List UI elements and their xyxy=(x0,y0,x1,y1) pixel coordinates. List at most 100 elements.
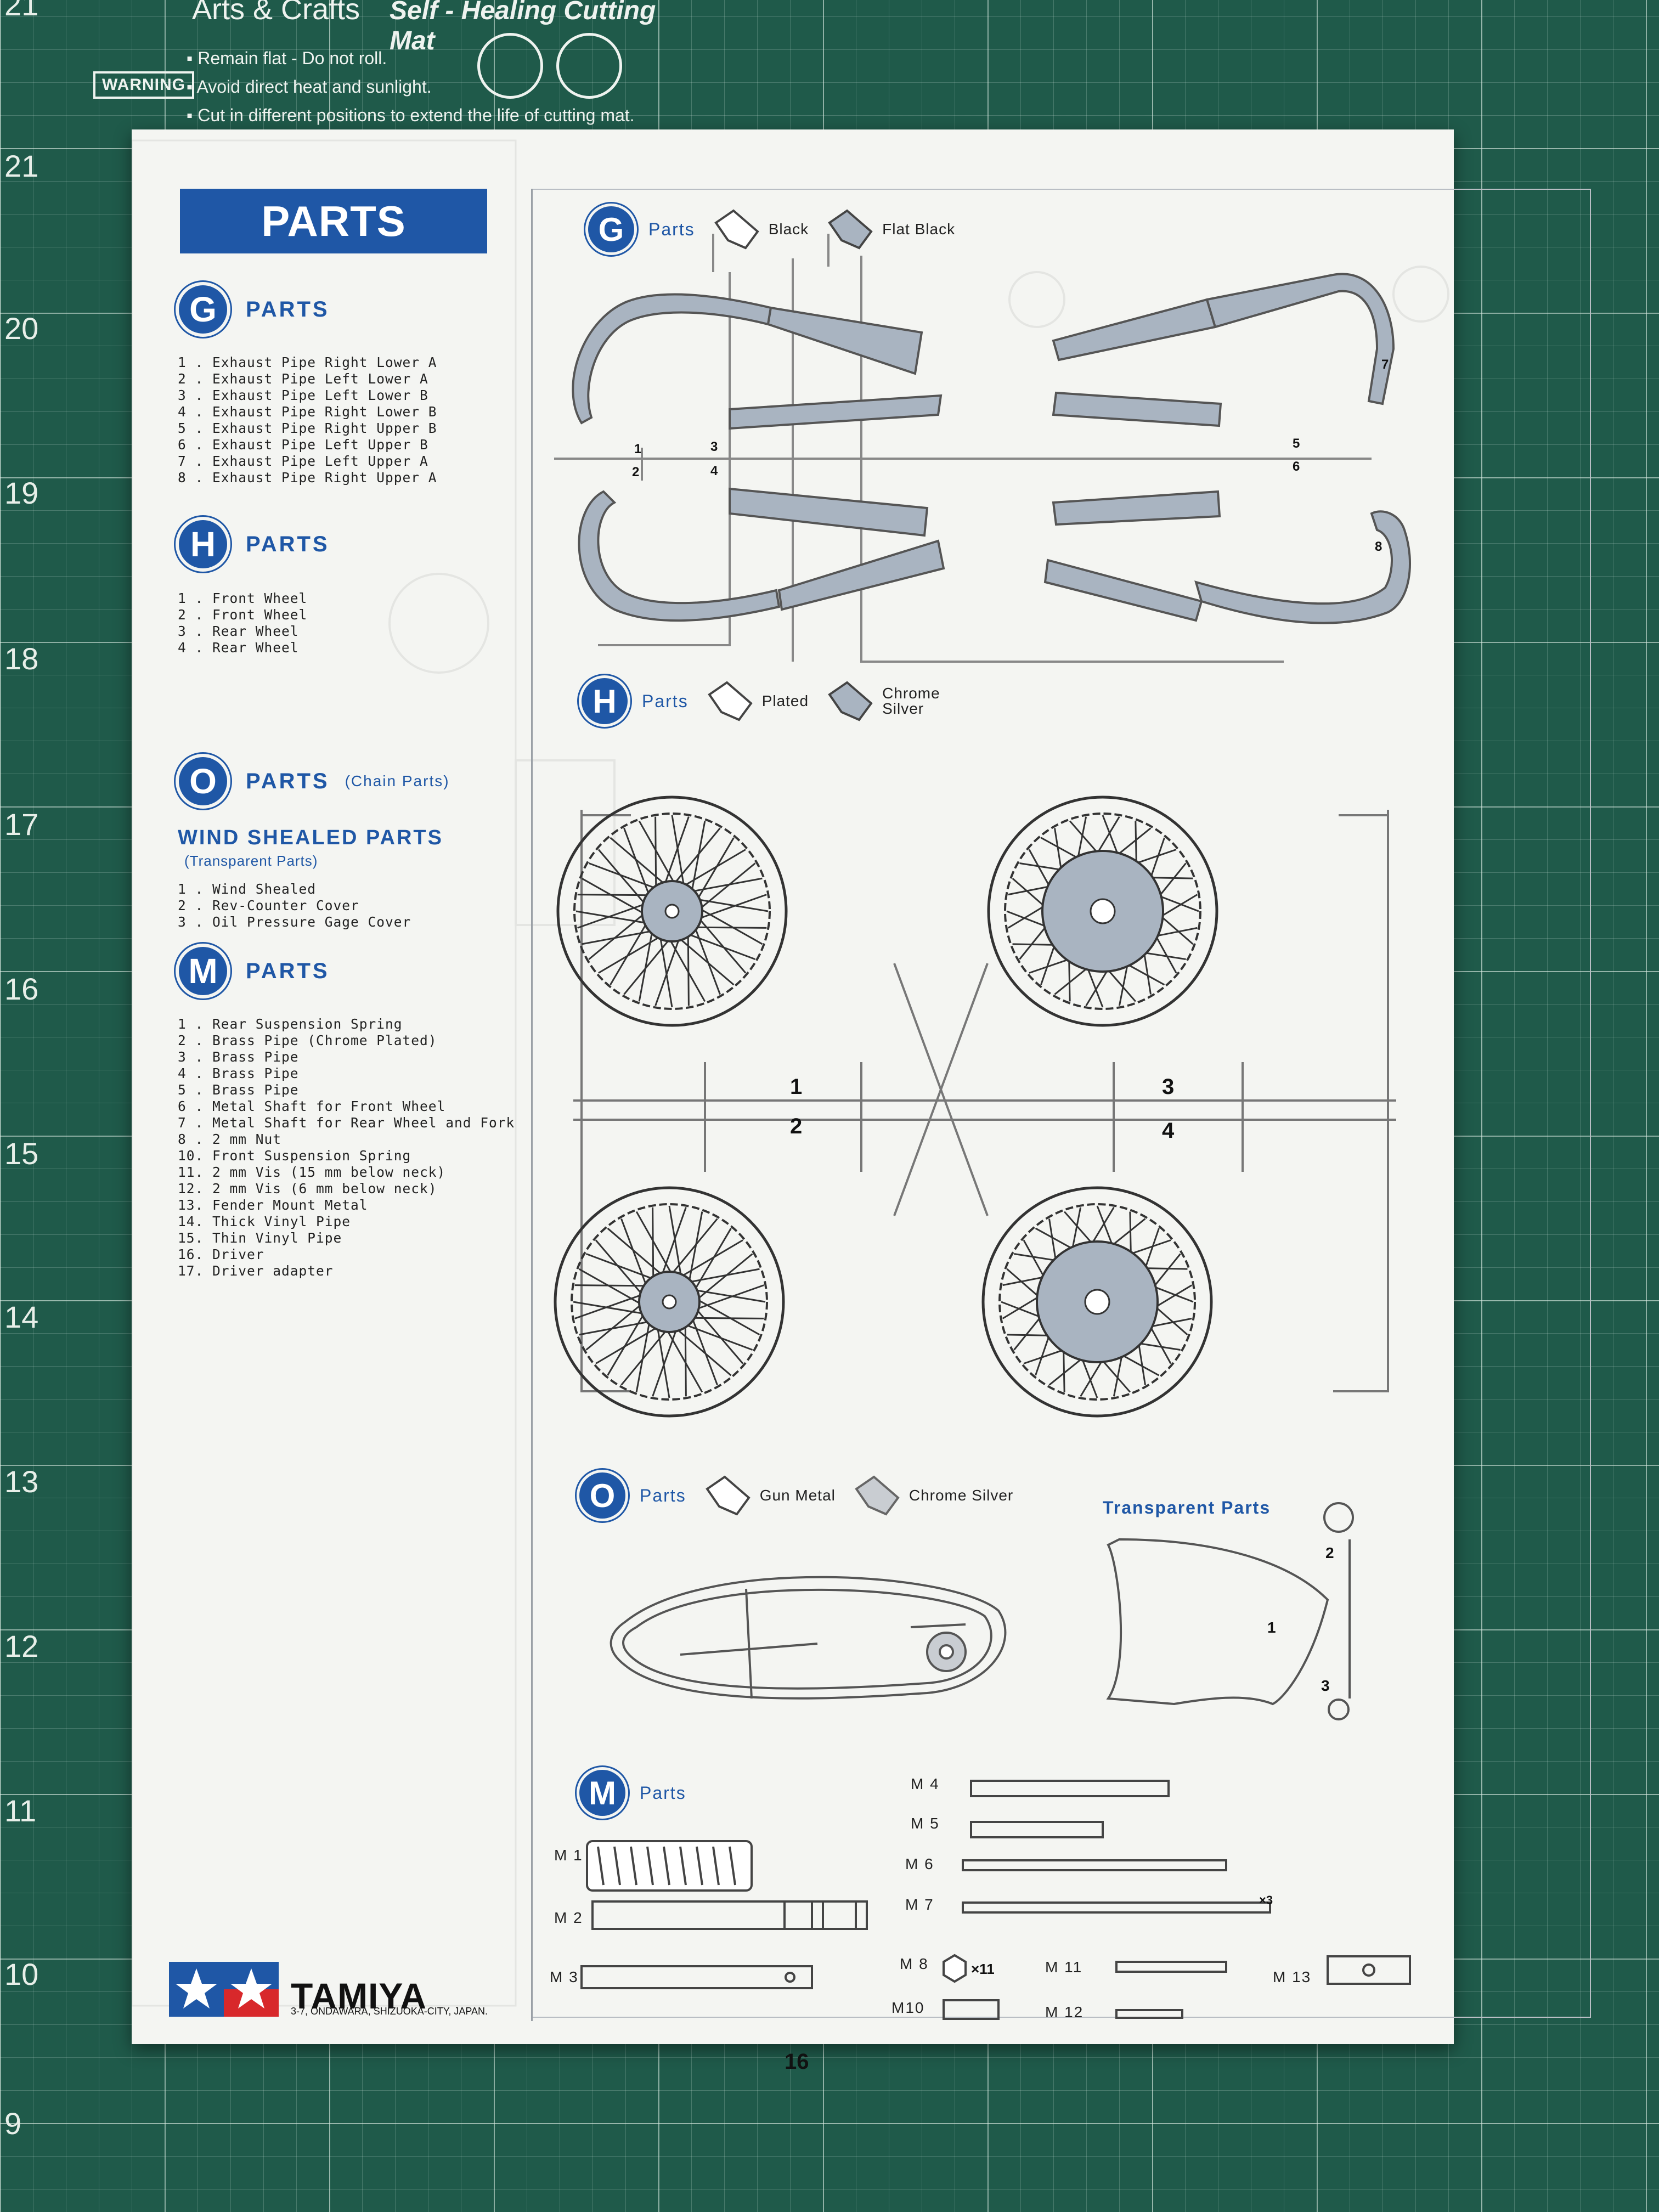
section-note: (Chain Parts) xyxy=(345,772,450,789)
legend-g: G Parts Black Flat Black xyxy=(588,206,955,252)
legend-o: O Parts Gun Metal Chrome Silver xyxy=(579,1472,1013,1519)
ruler-mark: 20 xyxy=(4,311,39,346)
m-part-label: M 2 xyxy=(554,1909,583,1926)
list-item: 12. 2 mm Vis (6 mm below neck) xyxy=(178,1181,437,1197)
wheels xyxy=(554,795,1218,1418)
part-number-label: 1 xyxy=(1267,1619,1276,1636)
ruler-mark: 15 xyxy=(4,1136,39,1171)
letter-o-icon: O xyxy=(579,1472,625,1519)
ruler-mark: 21 xyxy=(4,0,39,22)
list-item: 16. Driver xyxy=(178,1246,264,1262)
part-number-label: 2 xyxy=(1325,1544,1334,1561)
list-item: 4 . Exhaust Pipe Right Lower B xyxy=(178,404,437,420)
section-title: PARTS xyxy=(246,958,330,983)
list-item: 11. 2 mm Vis (15 mm below neck) xyxy=(178,1164,446,1180)
part-number-label: 4 xyxy=(710,464,718,478)
chrome-silver-swatch-icon xyxy=(828,681,873,721)
mat-brand: Arts & Crafts xyxy=(192,0,360,26)
section-wind-list: 1 . Wind Shealed 2 . Rev-Counter Cover 3… xyxy=(178,881,411,930)
ruler-mark: 13 xyxy=(4,1464,39,1499)
part-number-label: 6 xyxy=(1293,459,1300,474)
list-item: 14. Thick Vinyl Pipe xyxy=(178,1214,351,1229)
panel-divider xyxy=(531,189,533,2021)
m-part-label: M 8 xyxy=(900,1955,929,1972)
tamiya-brand-name: TAMIYA xyxy=(291,1976,427,2016)
m-part-label: M 12 xyxy=(1045,2004,1084,2021)
part-number-label: 4 xyxy=(1162,1119,1175,1143)
list-item: 2 . Exhaust Pipe Left Lower A xyxy=(178,371,428,387)
sprue-h-diagram xyxy=(573,810,1396,1392)
list-item: 2 . Brass Pipe (Chrome Plated) xyxy=(178,1032,437,1048)
instruction-sheet: PARTS G PARTS 1 . Exhaust Pipe Right Low… xyxy=(132,129,1591,2074)
ruler-mark: 11 xyxy=(4,1793,37,1828)
legend-label: Parts xyxy=(642,691,689,711)
list-item: 6 . Exhaust Pipe Left Upper B xyxy=(178,437,428,453)
part-number-label: 3 xyxy=(1321,1677,1330,1694)
mat-rules: Remain flat - Do not roll. Avoid direct … xyxy=(187,44,635,129)
mat-rule: Avoid direct heat and sunlight. xyxy=(187,72,635,101)
exhaust-pipes xyxy=(572,273,1411,624)
list-item: 3 . Brass Pipe xyxy=(178,1049,299,1065)
chrome-silver-swatch-icon xyxy=(855,1475,900,1516)
warning-badge: WARNING xyxy=(93,71,194,99)
list-item: 7 . Metal Shaft for Rear Wheel and Fork xyxy=(178,1115,515,1131)
legend-label: Parts xyxy=(648,219,695,239)
no-sun-icon xyxy=(556,33,623,99)
list-item: 6 . Metal Shaft for Front Wheel xyxy=(178,1098,446,1114)
page-number: 16 xyxy=(785,2050,809,2074)
part-number-label: 1 xyxy=(634,442,641,456)
letter-m-icon: M xyxy=(579,1770,625,1816)
part-number-label: 5 xyxy=(1293,436,1300,451)
tamiya-logo: TAMIYA 3-7, ONDAWARA, SHIZUOKA-CITY, JAP… xyxy=(169,1962,488,2017)
mat-rule: Remain flat - Do not roll. xyxy=(187,44,635,72)
m-part-label: M 13 xyxy=(1273,1968,1312,1985)
section-title: PARTS xyxy=(246,532,330,556)
parts-banner: PARTS xyxy=(180,189,487,253)
section-m-heading: M PARTS xyxy=(179,947,330,995)
wind-shealed-note: (Transparent Parts) xyxy=(184,853,318,869)
legend-swatch-label: Gun Metal xyxy=(759,1487,836,1504)
mat-rule: Cut in different positions to extend the… xyxy=(187,101,634,129)
letter-g-icon: G xyxy=(588,206,634,252)
list-item: 3 . Exhaust Pipe Left Lower B xyxy=(178,387,428,403)
section-h-list: 1 . Front Wheel 2 . Front Wheel 3 . Rear… xyxy=(178,590,307,656)
m-part-label: M 3 xyxy=(550,1968,579,1985)
ruler-mark: 18 xyxy=(4,641,39,676)
m-part-label: M 4 xyxy=(911,1775,940,1792)
list-item: 5 . Brass Pipe xyxy=(178,1082,299,1098)
list-item: 1 . Rear Suspension Spring xyxy=(178,1016,403,1032)
gun-metal-swatch-icon xyxy=(705,1475,751,1516)
legend-h: H Parts Plated Chrome Silver xyxy=(582,678,940,724)
legend-swatch-label: Flat Black xyxy=(882,221,956,238)
ruler-mark: 12 xyxy=(4,1629,39,1663)
list-item: 1 . Wind Shealed xyxy=(178,881,317,897)
wheel xyxy=(987,795,1218,1027)
list-item: 2 . Front Wheel xyxy=(178,607,308,623)
letter-h-icon: H xyxy=(582,678,628,724)
section-g-heading: G PARTS xyxy=(179,285,330,334)
black-swatch-icon xyxy=(714,209,759,250)
chain-diagram xyxy=(610,1576,1007,1700)
no-fire-icon xyxy=(477,33,543,99)
list-item: 5 . Exhaust Pipe Right Upper B xyxy=(178,420,437,436)
ruler-mark: 14 xyxy=(4,1300,39,1334)
legend-swatch-line: Silver xyxy=(882,700,924,717)
letter-g-icon: G xyxy=(179,285,227,334)
legend-m: M Parts xyxy=(579,1770,686,1816)
transparent-parts-title: Transparent Parts xyxy=(1103,1498,1271,1517)
letter-m-icon: M xyxy=(179,947,227,995)
transparent-numbers: 1 2 3 xyxy=(1267,1544,1334,1694)
part-number-label: 3 xyxy=(1162,1075,1174,1099)
legend-swatch-line: Chrome xyxy=(882,685,940,702)
list-item: 1 . Front Wheel xyxy=(178,590,308,606)
m7-count: ×3 xyxy=(1259,1893,1273,1907)
legend-swatch-label: Black xyxy=(768,221,809,238)
ruler-mark: 17 xyxy=(4,807,39,842)
tamiya-address: 3-7, ONDAWARA, SHIZUOKA-CITY, JAPAN. xyxy=(291,2006,488,2017)
transparent-parts-diagram xyxy=(1106,1502,1354,1720)
letter-h-icon: H xyxy=(179,520,227,568)
list-item: 13. Fender Mount Metal xyxy=(178,1197,368,1213)
section-title: PARTS xyxy=(246,769,330,793)
